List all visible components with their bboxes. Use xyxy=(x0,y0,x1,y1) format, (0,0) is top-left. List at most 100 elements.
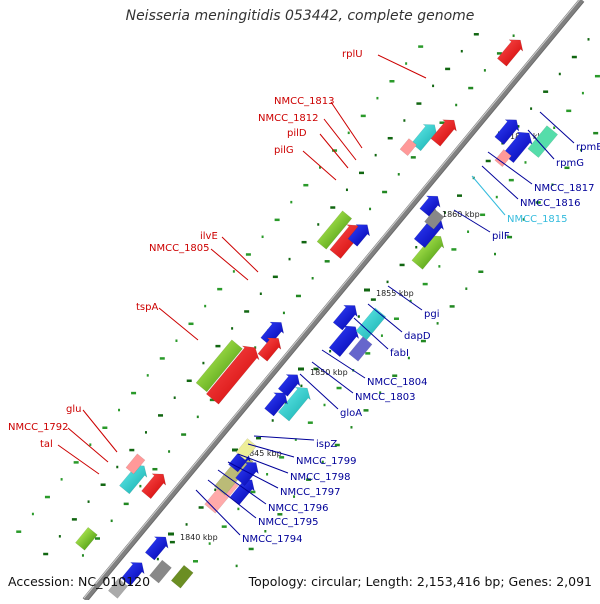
gene-block xyxy=(419,195,441,217)
reverse-gene-label: NMCC_1797 xyxy=(280,487,341,498)
gene-block xyxy=(75,526,98,551)
reverse-gene-label: rpmG xyxy=(556,158,584,169)
leader-line xyxy=(237,453,289,474)
gene-block xyxy=(411,124,438,152)
leader-line xyxy=(217,469,267,505)
reverse-gene-label: rpmB xyxy=(576,142,600,153)
topology-summary: Topology: circular; Length: 2,153,416 bp… xyxy=(248,574,592,589)
leader-line xyxy=(481,165,519,200)
reverse-gene-label: pilF xyxy=(492,231,510,242)
gene-block xyxy=(430,119,457,147)
leader-line xyxy=(67,427,109,463)
leader-line xyxy=(247,443,295,458)
accession-text: Accession: NC_010120 xyxy=(8,574,151,589)
gene-block xyxy=(170,564,194,589)
leader-line xyxy=(57,444,100,475)
leader-line xyxy=(527,129,555,160)
leader-line xyxy=(221,236,259,273)
forward-gene-label: glu xyxy=(66,404,81,415)
leader-line xyxy=(195,489,241,536)
reverse-gene-label: dapD xyxy=(404,331,431,342)
leader-line xyxy=(367,303,403,333)
leader-line xyxy=(487,151,533,185)
gene-block xyxy=(399,138,417,157)
leader-line xyxy=(311,361,354,394)
leader-line xyxy=(158,307,199,341)
reverse-gene-label: NMCC_1816 xyxy=(520,198,581,209)
forward-gene-label: NMCC_1813 xyxy=(274,96,335,107)
gene-block xyxy=(316,210,353,250)
backbone-highlight xyxy=(83,0,580,599)
leader-line xyxy=(82,409,118,453)
leader-line xyxy=(207,479,257,519)
gene-block xyxy=(107,578,129,599)
gene-block xyxy=(257,337,282,362)
features xyxy=(75,39,559,599)
reverse-gene-label: NMCC_1815 xyxy=(507,214,568,225)
forward-gene-label: NMCC_1805 xyxy=(149,243,210,254)
gene-block xyxy=(332,304,358,331)
tick-label: 1855 kbp xyxy=(376,289,414,298)
reverse-gene-label: NMCC_1794 xyxy=(242,534,303,545)
gene-block xyxy=(144,536,169,561)
gene-block xyxy=(494,119,520,145)
feature-labels: rplUNMCC_1813NMCC_1812pilDpilGilvENMCC_1… xyxy=(8,49,600,545)
gene-block xyxy=(277,374,301,397)
gene-block xyxy=(149,559,172,584)
reverse-gene-label: NMCC_1796 xyxy=(268,503,329,514)
leader-line xyxy=(210,248,249,281)
gene-block xyxy=(264,392,288,417)
gene-block xyxy=(235,461,259,486)
backbone xyxy=(82,0,585,602)
reverse-gene-label: NMCC_1817 xyxy=(534,183,595,194)
reverse-gene-label: NMCC_1798 xyxy=(290,472,351,483)
forward-gene-label: tal xyxy=(40,439,53,450)
reverse-gene-label: NMCC_1803 xyxy=(355,392,416,403)
gene-block xyxy=(347,224,371,247)
leader-line xyxy=(302,150,337,181)
gene-block xyxy=(494,149,512,168)
reverse-gene-label: NMCC_1804 xyxy=(367,377,428,388)
tick-label: 1850 kbp xyxy=(310,368,348,377)
gene-block xyxy=(496,39,524,67)
leader-line xyxy=(453,209,491,233)
forward-gene-label: NMCC_1792 xyxy=(8,422,69,433)
leader-line xyxy=(253,435,315,441)
tick-label: 1840 kbp xyxy=(180,533,218,542)
forward-gene-label: rplU xyxy=(342,49,363,60)
leader-line xyxy=(227,461,279,489)
reverse-gene-label: fabI xyxy=(390,348,409,359)
gene-block xyxy=(277,386,311,422)
forward-gene-label: ilvE xyxy=(200,231,218,242)
leader-line xyxy=(330,101,363,149)
gene-block xyxy=(527,125,559,158)
reverse-gene-label: NMCC_1795 xyxy=(258,517,319,528)
gene-block xyxy=(355,307,387,341)
forward-gene-label: pilG xyxy=(274,145,294,156)
gene-block xyxy=(125,453,146,475)
tick-label: 1845 kbp xyxy=(244,449,282,458)
gene-block xyxy=(120,562,145,587)
gene-block xyxy=(328,325,360,358)
forward-gene-label: tspA xyxy=(136,302,158,313)
leader-line xyxy=(299,373,339,410)
gene-block xyxy=(195,339,243,393)
forward-gene-label: NMCC_1812 xyxy=(258,113,319,124)
orf-dots xyxy=(16,33,600,568)
leader-line xyxy=(539,111,575,144)
leader-line xyxy=(319,133,349,169)
gene-block xyxy=(348,336,373,362)
leader-line xyxy=(321,349,366,379)
reverse-gene-label: gloA xyxy=(340,408,362,419)
reverse-gene-label: pgi xyxy=(424,309,439,320)
leader-line xyxy=(387,285,423,311)
leader-line xyxy=(471,175,506,216)
leader-line xyxy=(353,317,389,350)
gene-block xyxy=(141,473,167,500)
reverse-gene-label: ispZ xyxy=(316,439,337,450)
forward-gene-label: pilD xyxy=(287,128,307,139)
gene-block xyxy=(205,345,260,405)
leader-line xyxy=(377,54,427,79)
